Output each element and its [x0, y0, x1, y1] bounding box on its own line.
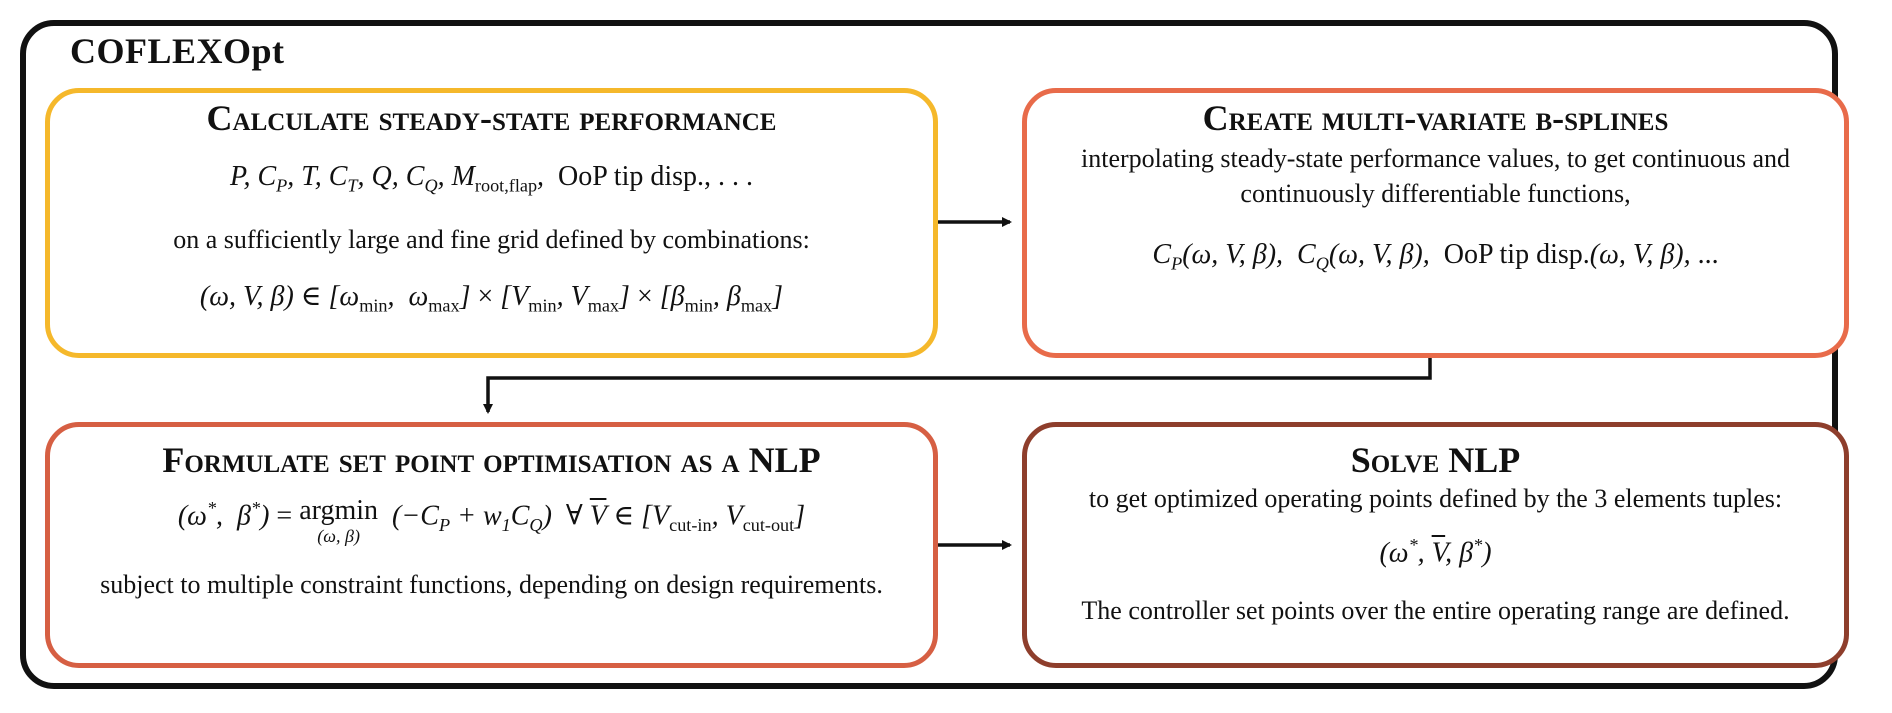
calculate-grid-formula: (ω, V, β) ∈ [ωmin, ωmax] × [Vmin, Vmax] …: [199, 280, 784, 316]
solve-text-line2: The controller set points over the entir…: [1081, 596, 1790, 626]
calculate-grid-text: on a sufficiently large and fine grid de…: [173, 224, 810, 254]
solve-title: Solve NLP: [1350, 440, 1521, 480]
solve-text-line1: to get optimized operating points define…: [1088, 483, 1783, 513]
calculate-outputs-formula: P, CP, T, CT, Q, CQ, Mroot,flap, OoP tip…: [229, 160, 754, 196]
calculate-title: Calculate steady-state performance: [206, 98, 777, 138]
splines-text-line2: continuously differentiable functions,: [1240, 178, 1631, 208]
splines-formula: CP(ω, V, β), CQ(ω, V, β), OoP tip disp.(…: [1152, 238, 1719, 274]
app-title: COFLEXOpt: [70, 31, 285, 71]
formulate-formula: (ω*, β*) = argmin(ω, β) (−CP + w1CQ) ∀ V…: [177, 494, 806, 546]
splines-title: Create multi-variate b-splines: [1202, 98, 1669, 138]
create-splines-box: Create multi-variate b-splines interpola…: [1022, 88, 1849, 358]
solve-nlp-box: Solve NLP to get optimized operating poi…: [1022, 422, 1849, 668]
calculate-performance-box: Calculate steady-state performance P, CP…: [45, 88, 938, 358]
formulate-title: Formulate set point optimisation as a NL…: [162, 440, 821, 480]
arrow-splines-to-formulate: [483, 358, 1432, 414]
formulate-constraints-text: subject to multiple constraint functions…: [100, 569, 883, 599]
outer-frame: [20, 20, 1838, 689]
solve-formula: (ω*, V, β*): [1379, 534, 1492, 569]
splines-text-line1: interpolating steady-state performance v…: [1081, 143, 1790, 173]
formulate-nlp-box: Formulate set point optimisation as a NL…: [45, 422, 938, 668]
